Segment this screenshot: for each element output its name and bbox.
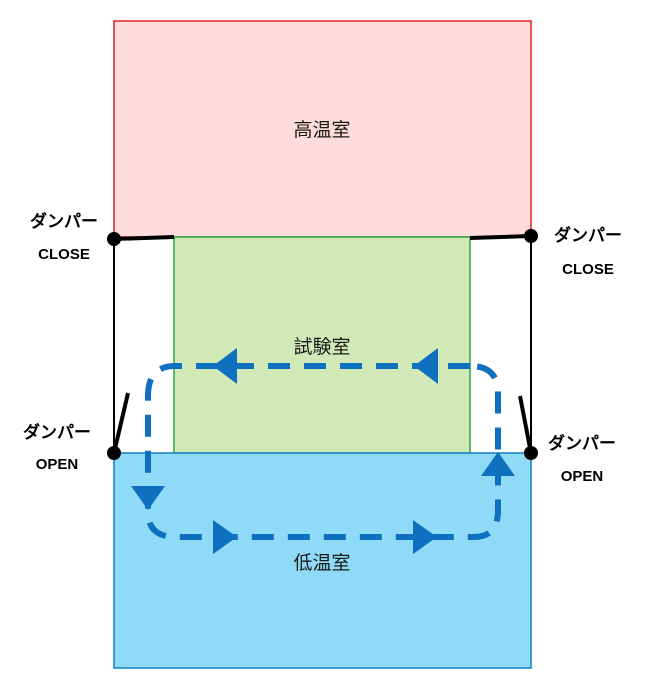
- airflow-arrow-up: [481, 452, 515, 476]
- damper-lower-right-blade: [518, 395, 533, 454]
- high-temp-chamber-label: 高温室: [293, 119, 350, 141]
- damper-lower-left-pivot: [107, 446, 121, 460]
- damper-upper-left-blade: [113, 235, 175, 241]
- damper-upper-right-blade: [469, 234, 532, 240]
- damper-upper-right-state: CLOSE: [562, 261, 614, 278]
- airflow-arrow-left-2: [414, 348, 438, 384]
- damper-lower-right-pivot: [524, 446, 538, 460]
- damper-upper-right-title: ダンパー: [554, 225, 622, 246]
- low-temp-chamber: [113, 452, 532, 669]
- test-chamber: [173, 236, 471, 454]
- damper-lower-right-state: OPEN: [561, 468, 604, 485]
- damper-upper-left-pivot: [107, 232, 121, 246]
- airflow-arrow-left-1: [213, 348, 237, 384]
- airflow-arrow-down: [131, 486, 165, 510]
- damper-lower-left-state: OPEN: [36, 456, 79, 473]
- low-temp-chamber-label: 低温室: [293, 552, 350, 574]
- airflow-loop: [145, 363, 501, 540]
- damper-lower-right-title: ダンパー: [548, 433, 616, 454]
- high-temp-chamber: [113, 20, 532, 238]
- damper-upper-right-pivot: [524, 229, 538, 243]
- test-chamber-label: 試験室: [293, 336, 350, 358]
- airflow-arrow-right-2: [413, 520, 437, 554]
- damper-upper-left-title: ダンパー: [30, 211, 98, 232]
- damper-upper-left-state: CLOSE: [38, 246, 90, 263]
- damper-lower-left-blade: [112, 392, 130, 454]
- damper-lower-left-title: ダンパー: [23, 422, 91, 443]
- airflow-arrow-right-1: [213, 520, 237, 554]
